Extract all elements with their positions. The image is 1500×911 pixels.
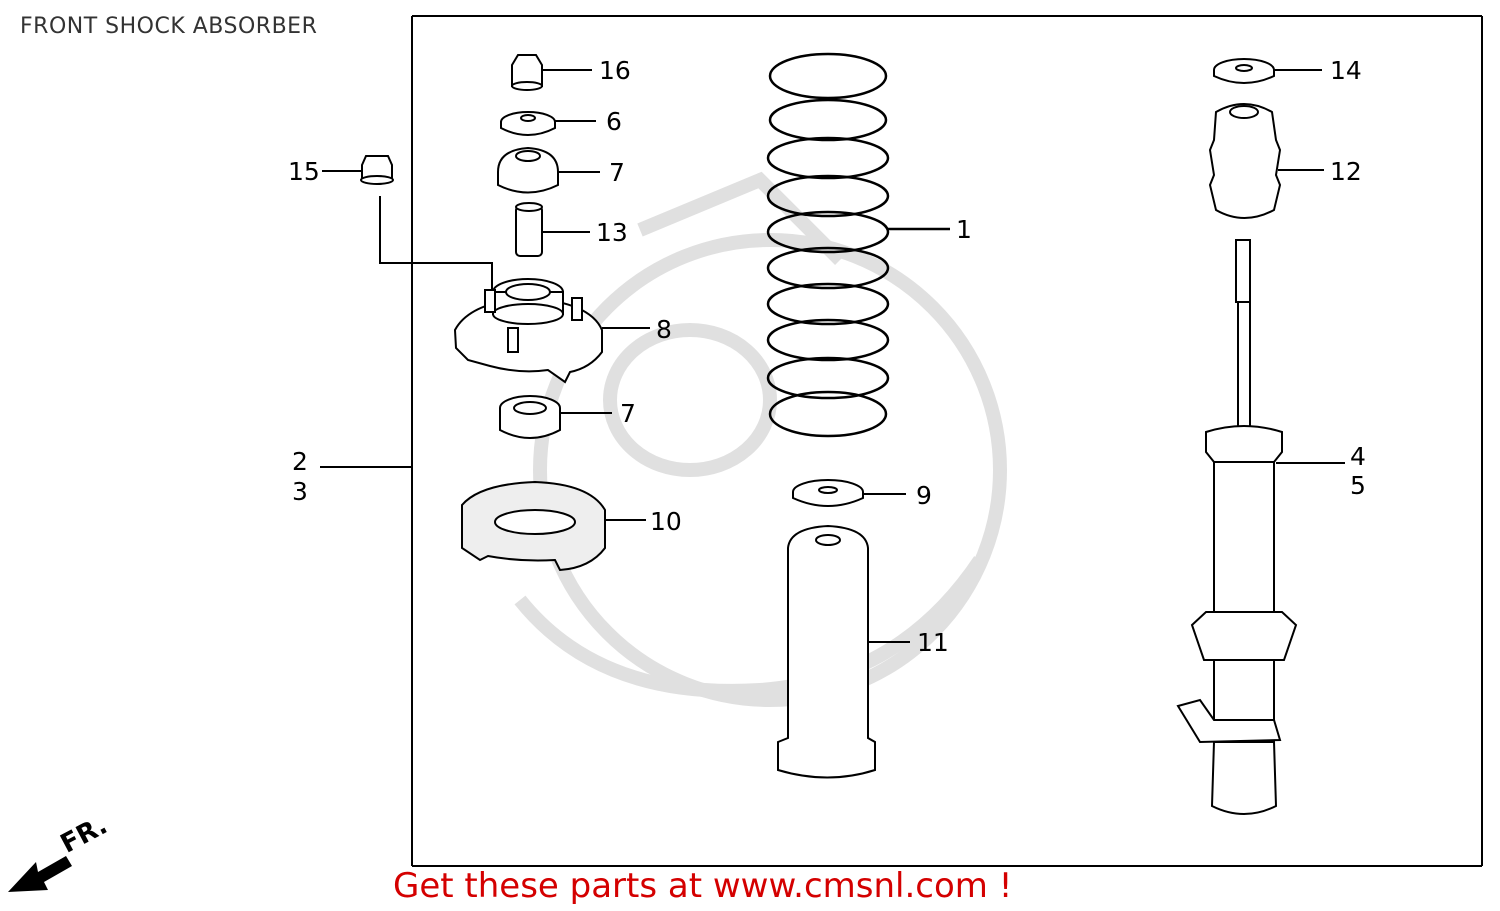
callout-14: 14 — [1330, 56, 1362, 85]
watermark-logo — [514, 171, 1007, 707]
callout-13: 13 — [596, 218, 628, 247]
callout-15: 15 — [288, 157, 320, 186]
callout-8: 8 — [656, 315, 672, 344]
part-15-flange-nut[interactable] — [322, 155, 493, 292]
part-1-coil-spring[interactable] — [766, 52, 950, 438]
part-4-5-shock-absorber[interactable] — [1176, 239, 1345, 815]
callout-11: 11 — [917, 628, 949, 657]
callout-2: 2 — [292, 447, 308, 476]
promo-footer-link[interactable]: Get these parts at www.cmsnl.com ! — [393, 866, 1013, 906]
callout-9: 9 — [916, 481, 932, 510]
callout-12: 12 — [1330, 157, 1362, 186]
callout-5: 5 — [1350, 471, 1366, 500]
part-13-collar[interactable] — [515, 202, 590, 257]
diagram-title: FRONT SHOCK ABSORBER — [20, 14, 318, 39]
callout-7-upper: 7 — [609, 158, 625, 187]
callout-6: 6 — [606, 107, 622, 136]
part-12-bump-stop[interactable] — [1208, 103, 1324, 219]
part-7-mount-rubber-upper[interactable] — [497, 146, 600, 194]
callout-10: 10 — [650, 507, 682, 536]
callout-16: 16 — [599, 56, 631, 85]
callout-3: 3 — [292, 477, 308, 506]
part-10-spring-seat-rubber[interactable] — [461, 480, 646, 572]
front-direction-arrow — [8, 856, 72, 892]
part-6-washer[interactable] — [500, 111, 596, 136]
part-9-washer[interactable] — [792, 479, 906, 507]
callout-7-lower: 7 — [620, 399, 636, 428]
callout-4: 4 — [1350, 442, 1366, 471]
part-7-mount-rubber-lower[interactable] — [499, 395, 612, 439]
part-14-washer[interactable] — [1213, 58, 1322, 84]
part-16-nut[interactable] — [511, 54, 592, 91]
part-11-dust-boot[interactable] — [777, 524, 910, 779]
callout-1: 1 — [956, 215, 972, 244]
frame-border — [320, 15, 1483, 867]
part-8-mount-base[interactable] — [453, 278, 650, 384]
